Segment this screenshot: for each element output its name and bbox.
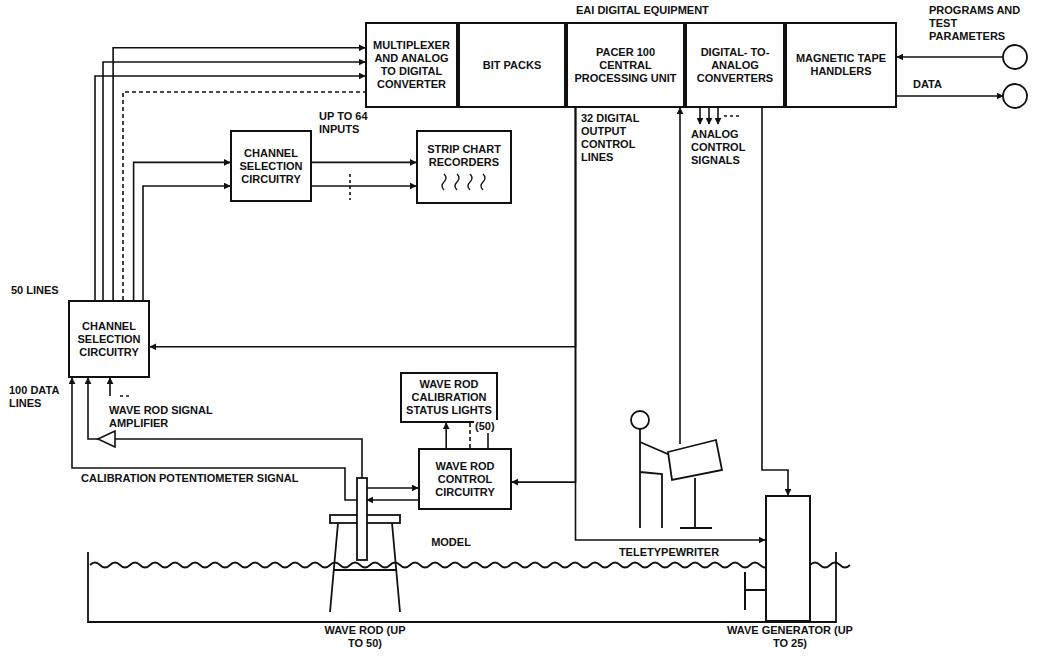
analog-signal	[717, 108, 719, 124]
box-label: MULTIPLEXER AND ANALOG TO DIGITAL CONVER…	[370, 39, 453, 91]
amplifier-symbol	[98, 431, 115, 447]
wiring	[72, 57, 1003, 500]
status-box: WAVE ROD CALIBRATION STATUS LIGHTS	[400, 372, 498, 423]
box-label: WAVE GENERATOR (UP TO 25)	[722, 624, 858, 650]
input-wire	[103, 62, 365, 300]
wave-rod	[357, 478, 367, 560]
amplifier-output	[88, 378, 98, 439]
teletype-machine	[668, 440, 722, 480]
pen-trace	[455, 174, 459, 190]
cpu-box: PACER 100 CENTRAL PROCESSING UNIT	[566, 22, 685, 108]
model-tank	[88, 552, 850, 622]
connector	[762, 108, 788, 495]
wave-paddle	[745, 572, 765, 610]
box-label: WAVE ROD CALIBRATION STATUS LIGHTS	[405, 378, 493, 417]
connector	[576, 108, 766, 540]
data-lines	[109, 378, 111, 396]
teletypewriter-figure	[631, 411, 722, 528]
input-wire	[143, 186, 230, 300]
analog-signal	[699, 108, 701, 124]
paddle-arm	[745, 572, 765, 610]
data-lines	[120, 395, 130, 397]
annotation-label: DATA	[912, 78, 954, 91]
tape-reels	[1003, 45, 1027, 108]
box-label: WAVE ROD CONTROL CIRCUITRY	[423, 460, 507, 499]
process-box: BIT PACKS	[458, 22, 566, 108]
connector	[113, 48, 365, 300]
connector	[312, 162, 416, 164]
tape-reel	[1003, 84, 1027, 108]
box-label: DIGITAL- TO- ANALOG CONVERTERS	[690, 46, 780, 85]
recorder-wire	[349, 174, 351, 200]
analog-signal	[708, 108, 710, 124]
annotation-label: 100 DATA LINES	[8, 384, 68, 410]
selector-box: CHANNEL SELECTION CIRCUITRY	[230, 130, 312, 202]
recorder-box: STRIP CHART RECORDERS	[416, 130, 512, 204]
rod-control-wire	[367, 487, 418, 489]
wave-rod-figure	[330, 478, 400, 612]
generator-box: WAVE GENERATOR (UP TO 25)	[765, 495, 811, 622]
connector	[445, 423, 447, 448]
box-label: CHANNEL SELECTION CIRCUITRY	[73, 320, 145, 359]
pen-trace	[468, 174, 472, 190]
teletype-wire	[679, 108, 681, 444]
pen-trace	[442, 174, 446, 190]
annotation-label: MODEL	[420, 536, 482, 549]
annotation-label: WAVE ROD (UP TO 50)	[322, 624, 408, 650]
connector	[150, 108, 576, 347]
tape-output	[897, 95, 1003, 97]
chart-trace	[434, 172, 494, 192]
annotation-label: PROGRAMS AND TEST PARAMETERS	[928, 4, 1034, 43]
operator-head	[631, 411, 649, 429]
control-box: WAVE ROD CONTROL CIRCUITRY	[418, 448, 512, 510]
annotation-label: CALIBRATION POTENTIOMETER SIGNAL	[80, 472, 337, 485]
tape-reel	[1003, 45, 1027, 69]
tape-input	[897, 56, 1003, 58]
converter-box: MULTIPLEXER AND ANALOG TO DIGITAL CONVER…	[365, 22, 458, 108]
box-label: BIT PACKS	[463, 59, 561, 72]
annotation-label: 50 LINES	[10, 284, 72, 297]
annotation-label: WAVE ROD SIGNAL AMPLIFIER	[108, 404, 230, 430]
connector	[134, 162, 230, 300]
box-label: MAGNETIC TAPE HANDLERS	[790, 52, 892, 78]
pen-trace	[481, 174, 485, 190]
tape-box: MAGNETIC TAPE HANDLERS	[785, 22, 897, 108]
connector	[512, 108, 576, 482]
annotation-label: (50)	[474, 420, 508, 433]
annotation-label: TELETYPEWRITER	[612, 546, 726, 559]
recorder-wire	[312, 185, 416, 187]
selector-box: CHANNEL SELECTION CIRCUITRY	[68, 300, 150, 378]
rod-control-wire	[367, 499, 418, 501]
teletype-stand	[680, 478, 712, 528]
annotation-label: EAI DIGITAL EQUIPMENT	[575, 4, 777, 17]
annotation-label: UP TO 64 INPUTS	[318, 110, 382, 136]
water-surface	[90, 563, 850, 568]
annotation-label: ANALOG CONTROL SIGNALS	[690, 128, 758, 167]
box-label: STRIP CHART RECORDERS	[421, 143, 507, 169]
operator-body	[640, 429, 670, 528]
box-label: PACER 100 CENTRAL PROCESSING UNIT	[571, 46, 680, 85]
potentiometer-wire	[72, 378, 357, 500]
analog-signal	[724, 115, 740, 117]
converter-box: DIGITAL- TO- ANALOG CONVERTERS	[685, 22, 785, 108]
annotation-label: 32 DIGITAL OUTPUT CONTROL LINES	[580, 112, 670, 164]
tank-outline	[88, 552, 836, 622]
box-label: CHANNEL SELECTION CIRCUITRY	[235, 147, 307, 186]
